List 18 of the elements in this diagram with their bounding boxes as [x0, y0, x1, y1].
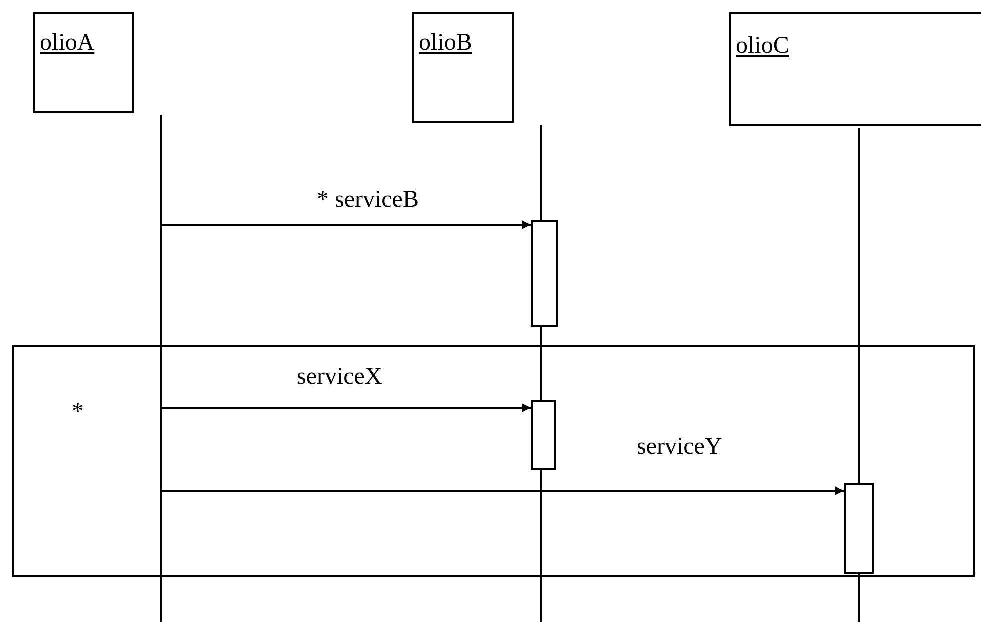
- lifeline: [160, 115, 162, 622]
- message-arrow: [162, 486, 844, 496]
- object-box: [729, 12, 981, 126]
- activation-bar: [531, 400, 556, 470]
- activation-bar: [844, 483, 874, 574]
- object-box: [33, 12, 134, 113]
- message-arrow: [162, 220, 531, 230]
- message-label: serviceX: [297, 365, 382, 389]
- message-arrow: [162, 404, 531, 412]
- loop-frame: [12, 345, 975, 577]
- loop-marker: *: [72, 400, 84, 424]
- message-label: serviceY: [637, 435, 722, 459]
- object-name: olioA: [40, 31, 95, 55]
- message-label: * serviceB: [317, 188, 419, 212]
- activation-bar: [531, 220, 558, 327]
- object-name: olioB: [419, 31, 472, 55]
- object-box: [412, 12, 514, 123]
- object-name: olioC: [736, 34, 790, 58]
